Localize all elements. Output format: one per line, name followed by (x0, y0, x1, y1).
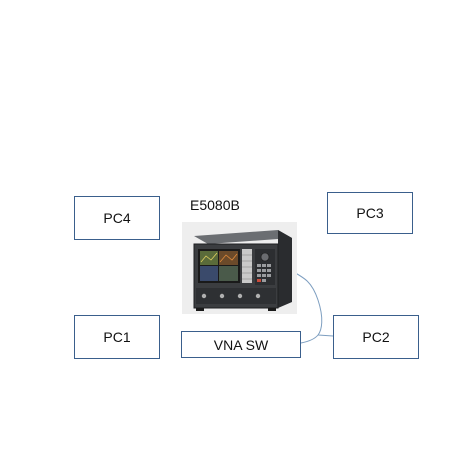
pc2-label: PC2 (362, 329, 390, 345)
pc1-box: PC1 (74, 315, 160, 359)
pc4-label: PC4 (103, 210, 131, 226)
pc2-box: PC2 (333, 315, 419, 359)
pc1-label: PC1 (103, 329, 131, 345)
network-analyzer-icon (182, 222, 297, 314)
instrument-label: E5080B (190, 197, 240, 213)
pc4-box: PC4 (74, 196, 160, 240)
vna-switch-box: VNA SW (181, 331, 301, 358)
vna-switch-label: VNA SW (213, 336, 269, 353)
cable-wire-to-pc2 (317, 334, 334, 337)
pc3-box: PC3 (327, 192, 413, 234)
pc3-label: PC3 (356, 205, 384, 221)
